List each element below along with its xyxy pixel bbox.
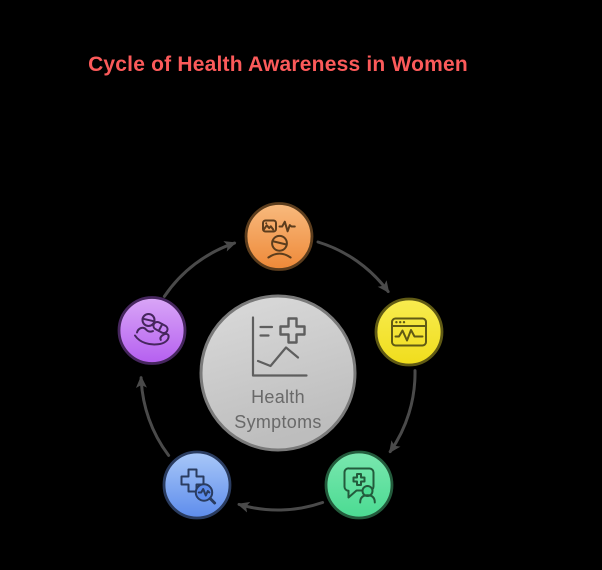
node-bottomleft-diagnosis — [162, 450, 232, 520]
health-chart-icon — [251, 316, 308, 377]
node-right-circle — [374, 297, 444, 367]
cycle-arrows — [135, 240, 417, 513]
node-bottomright-consultation — [324, 450, 394, 520]
center-label-line1: Health — [251, 387, 305, 407]
node-left-medication — [117, 296, 187, 365]
diagnosis-magnifier-icon — [180, 468, 217, 505]
node-top-person-symptoms — [244, 202, 314, 271]
monitor-pulse-icon — [391, 317, 427, 347]
arrow-bottomright-to-bottomleft — [237, 501, 325, 513]
diagram-title: Cycle of Health Awareness in Women — [88, 53, 468, 76]
center-node-circle — [199, 294, 357, 452]
arrow-top-to-right — [316, 240, 390, 294]
arrow-right-to-bottomright — [388, 369, 417, 454]
consultation-chat-icon — [343, 467, 376, 504]
arrow-left-to-top — [162, 241, 237, 298]
node-right-monitor — [374, 297, 444, 367]
person-symptoms-icon — [262, 219, 296, 259]
arrow-bottomleft-to-left — [135, 375, 171, 457]
center-label-line2: Symptoms — [234, 412, 321, 432]
center-node: Health Symptoms — [199, 294, 357, 452]
medication-hand-icon — [134, 313, 170, 346]
